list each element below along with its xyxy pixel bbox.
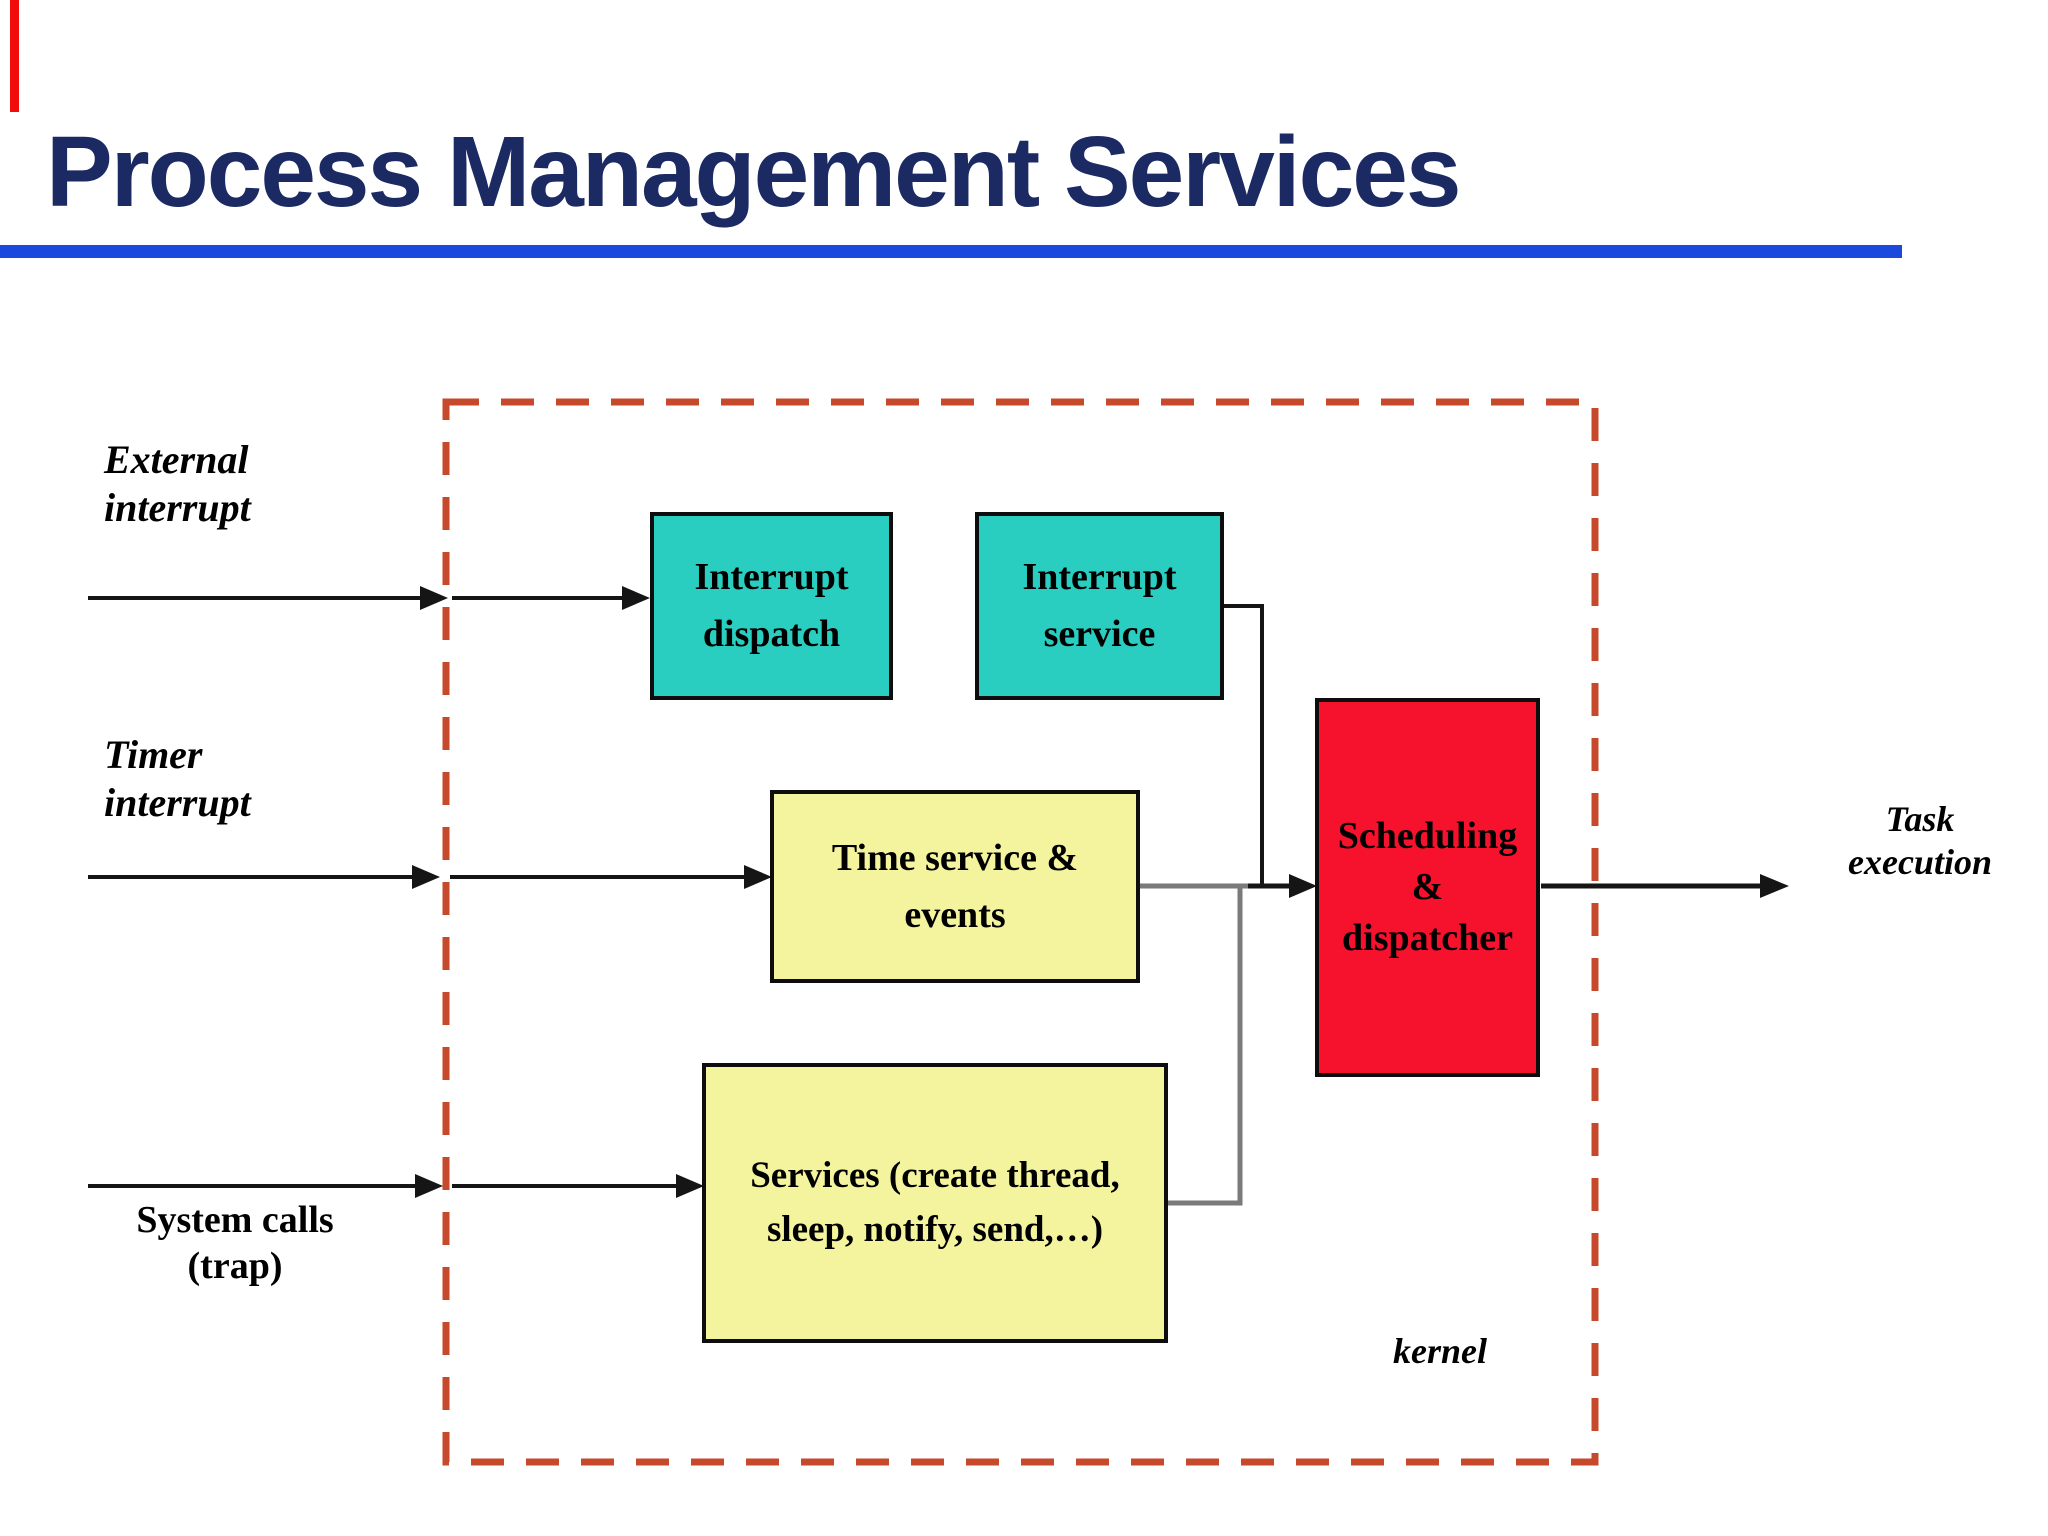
box-interrupt-service: Interrupt service [975, 512, 1224, 700]
slide-edge-mark [10, 0, 19, 112]
title-underline [0, 245, 1902, 258]
box-time-service: Time service & events [770, 790, 1140, 983]
page-title: Process Management Services [46, 116, 1461, 228]
arrow-task-execution [1541, 874, 1789, 898]
arrow-external-interrupt [88, 586, 650, 610]
label-system-calls: System calls (trap) [136, 1199, 334, 1287]
connector-interrupt-service-to-junction [1224, 604, 1264, 886]
label-external-interrupt: External interrupt [104, 437, 251, 530]
box-interrupt-dispatch: Interrupt dispatch [650, 512, 893, 700]
arrow-system-calls [88, 1174, 704, 1198]
box-scheduling-dispatcher: Scheduling & dispatcher [1315, 698, 1540, 1077]
arrow-into-scheduling [1248, 874, 1317, 898]
arrow-timer-interrupt [88, 865, 772, 889]
label-timer-interrupt: Timer interrupt [104, 732, 251, 825]
box-services: Services (create thread, sleep, notify, … [702, 1063, 1168, 1343]
label-kernel: kernel [1393, 1331, 1487, 1371]
label-task-execution: Task execution [1848, 799, 1992, 883]
connector-services-to-junction [1168, 886, 1243, 1206]
kernel-boundary [442, 398, 1599, 1466]
